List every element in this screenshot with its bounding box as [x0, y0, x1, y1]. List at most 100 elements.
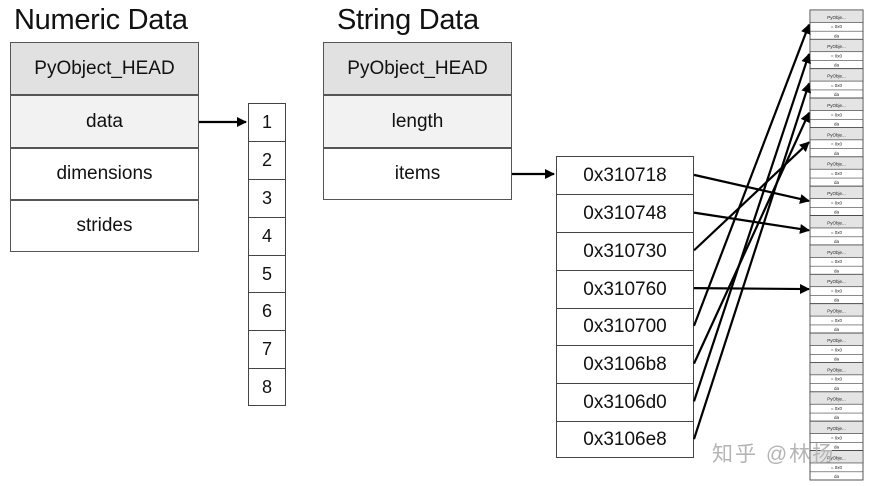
memory-block-data-label: da [834, 268, 840, 273]
memory-block-label: PyObje... [827, 132, 846, 137]
memory-block-sublabel: = 0x0 [831, 406, 843, 411]
memory-block: PyObje... = 0x0 da [809, 9, 864, 40]
memory-block-data-label: da [834, 63, 840, 68]
numeric-field-dimensions: dimensions [10, 148, 199, 200]
memory-block-sublabel: = 0x0 [831, 83, 843, 88]
memory-block-label: PyObje... [827, 455, 846, 460]
memory-block-data-label: da [834, 298, 840, 303]
memory-block-data-label: da [834, 151, 840, 156]
pointer-arrows [199, 23, 811, 440]
memory-block-sublabel: = 0x0 [831, 318, 843, 323]
address-pointer-arrow [692, 23, 811, 327]
memory-block-sublabel: = 0x0 [831, 112, 843, 117]
numeric-value: 7 [248, 330, 286, 369]
numeric-value: 6 [248, 292, 286, 331]
memory-block-sublabel: = 0x0 [831, 289, 843, 294]
memory-block: PyObje... = 0x0 da [809, 273, 864, 305]
memory-block-data-label: da [834, 445, 840, 450]
address-pointer-arrow [693, 173, 810, 204]
numeric-value: 4 [248, 217, 286, 256]
memory-block-data-label: da [834, 239, 840, 244]
memory-block-data-label: da [834, 327, 840, 332]
memory-block-data-label: da [834, 180, 840, 185]
memory-block: PyObje... = 0x0 da [809, 127, 864, 158]
address-cell: 0x3106e8 [556, 421, 694, 458]
string-field-length: length [323, 95, 512, 148]
address-cell: 0x310718 [556, 156, 694, 195]
memory-block-label: PyObje... [827, 338, 846, 343]
memory-block-data-label: da [834, 33, 840, 38]
numeric-value: 5 [248, 255, 286, 293]
numeric-field-data: data [10, 95, 199, 148]
memory-block-label: PyObje... [827, 191, 846, 196]
memory-block-data-label: da [834, 121, 840, 126]
memory-block-label: PyObje... [827, 15, 846, 20]
memory-block-sublabel: = 0x0 [831, 259, 843, 264]
memory-block: PyObje... = 0x0 da [809, 391, 864, 422]
numeric-value: 8 [248, 368, 286, 406]
memory-block-sublabel: = 0x0 [831, 200, 843, 205]
memory-block-label: PyObje... [827, 74, 846, 79]
memory-block-label: PyObje... [827, 397, 846, 402]
numeric-value: 3 [248, 179, 286, 218]
address-pointer-arrow [693, 211, 810, 234]
memory-block-label: PyObje... [827, 162, 846, 167]
address-pointer-arrow [693, 283, 810, 294]
string-field-pyobject-head: PyObject_HEAD [323, 42, 512, 95]
memory-block-label: PyObje... [827, 220, 846, 225]
memory-block-data-label: da [834, 474, 840, 479]
address-cell: 0x310748 [556, 194, 694, 233]
numeric-value: 1 [248, 103, 286, 142]
memory-block-sublabel: = 0x0 [831, 435, 843, 440]
numeric-field-strides: strides [10, 200, 199, 252]
numeric-field-pyobject-head: PyObject_HEAD [10, 42, 199, 95]
memory-block: PyObje... = 0x0 da [809, 185, 864, 217]
memory-block-sublabel: = 0x0 [831, 24, 843, 29]
memory-block: PyObje... = 0x0 da [809, 215, 864, 246]
memory-block-sublabel: = 0x0 [831, 465, 843, 470]
memory-block: PyObje... = 0x0 da [809, 97, 864, 128]
memory-block-label: PyObje... [827, 44, 846, 49]
memory-block-label: PyObje... [827, 103, 846, 108]
memory-block-data-label: da [834, 386, 840, 391]
memory-block-sublabel: = 0x0 [831, 377, 843, 382]
address-cell: 0x310760 [556, 270, 694, 309]
memory-block-sublabel: = 0x0 [831, 171, 843, 176]
string-data-title: String Data [337, 4, 479, 36]
memory-block-sublabel: = 0x0 [831, 142, 843, 147]
address-pointer-arrow [693, 111, 810, 365]
memory-block: PyObje... = 0x0 da [809, 420, 864, 452]
address-cell: 0x3106d0 [556, 383, 694, 422]
memory-block-data-label: da [834, 356, 840, 361]
address-cell: 0x310730 [556, 232, 694, 271]
memory-block: PyObje... = 0x0 da [809, 450, 864, 481]
memory-block-label: PyObje... [827, 279, 846, 284]
address-pointer-arrow [692, 53, 811, 402]
memory-block: PyObje... = 0x0 da [809, 68, 864, 99]
memory-block-sublabel: = 0x0 [831, 54, 843, 59]
address-pointer-arrow [692, 82, 811, 440]
memory-block-label: PyObje... [827, 367, 846, 372]
memory-block: PyObje... = 0x0 da [809, 303, 864, 334]
memory-block-label: PyObje... [827, 250, 846, 255]
memory-block: PyObje... = 0x0 da [809, 332, 864, 363]
string-field-items: items [323, 148, 512, 200]
numeric-data-title: Numeric Data [14, 4, 188, 36]
address-pointer-arrow [693, 141, 810, 252]
memory-block: PyObje... = 0x0 da [809, 362, 864, 393]
memory-block: PyObje... = 0x0 da [809, 244, 864, 275]
memory-block-data-label: da [834, 210, 840, 215]
memory-block-data-label: da [834, 415, 840, 420]
memory-block-data-label: da [834, 92, 840, 97]
memory-block: PyObje... = 0x0 da [809, 38, 864, 70]
memory-block-sublabel: = 0x0 [831, 347, 843, 352]
address-cell: 0x310700 [556, 308, 694, 346]
memory-block-label: PyObje... [827, 309, 846, 314]
watermark: 知乎 @林扬 [712, 443, 836, 466]
memory-block-label: PyObje... [827, 426, 846, 431]
memory-block-sublabel: = 0x0 [831, 230, 843, 235]
numeric-value: 2 [248, 141, 286, 180]
memory-block: PyObje... = 0x0 da [809, 156, 864, 187]
